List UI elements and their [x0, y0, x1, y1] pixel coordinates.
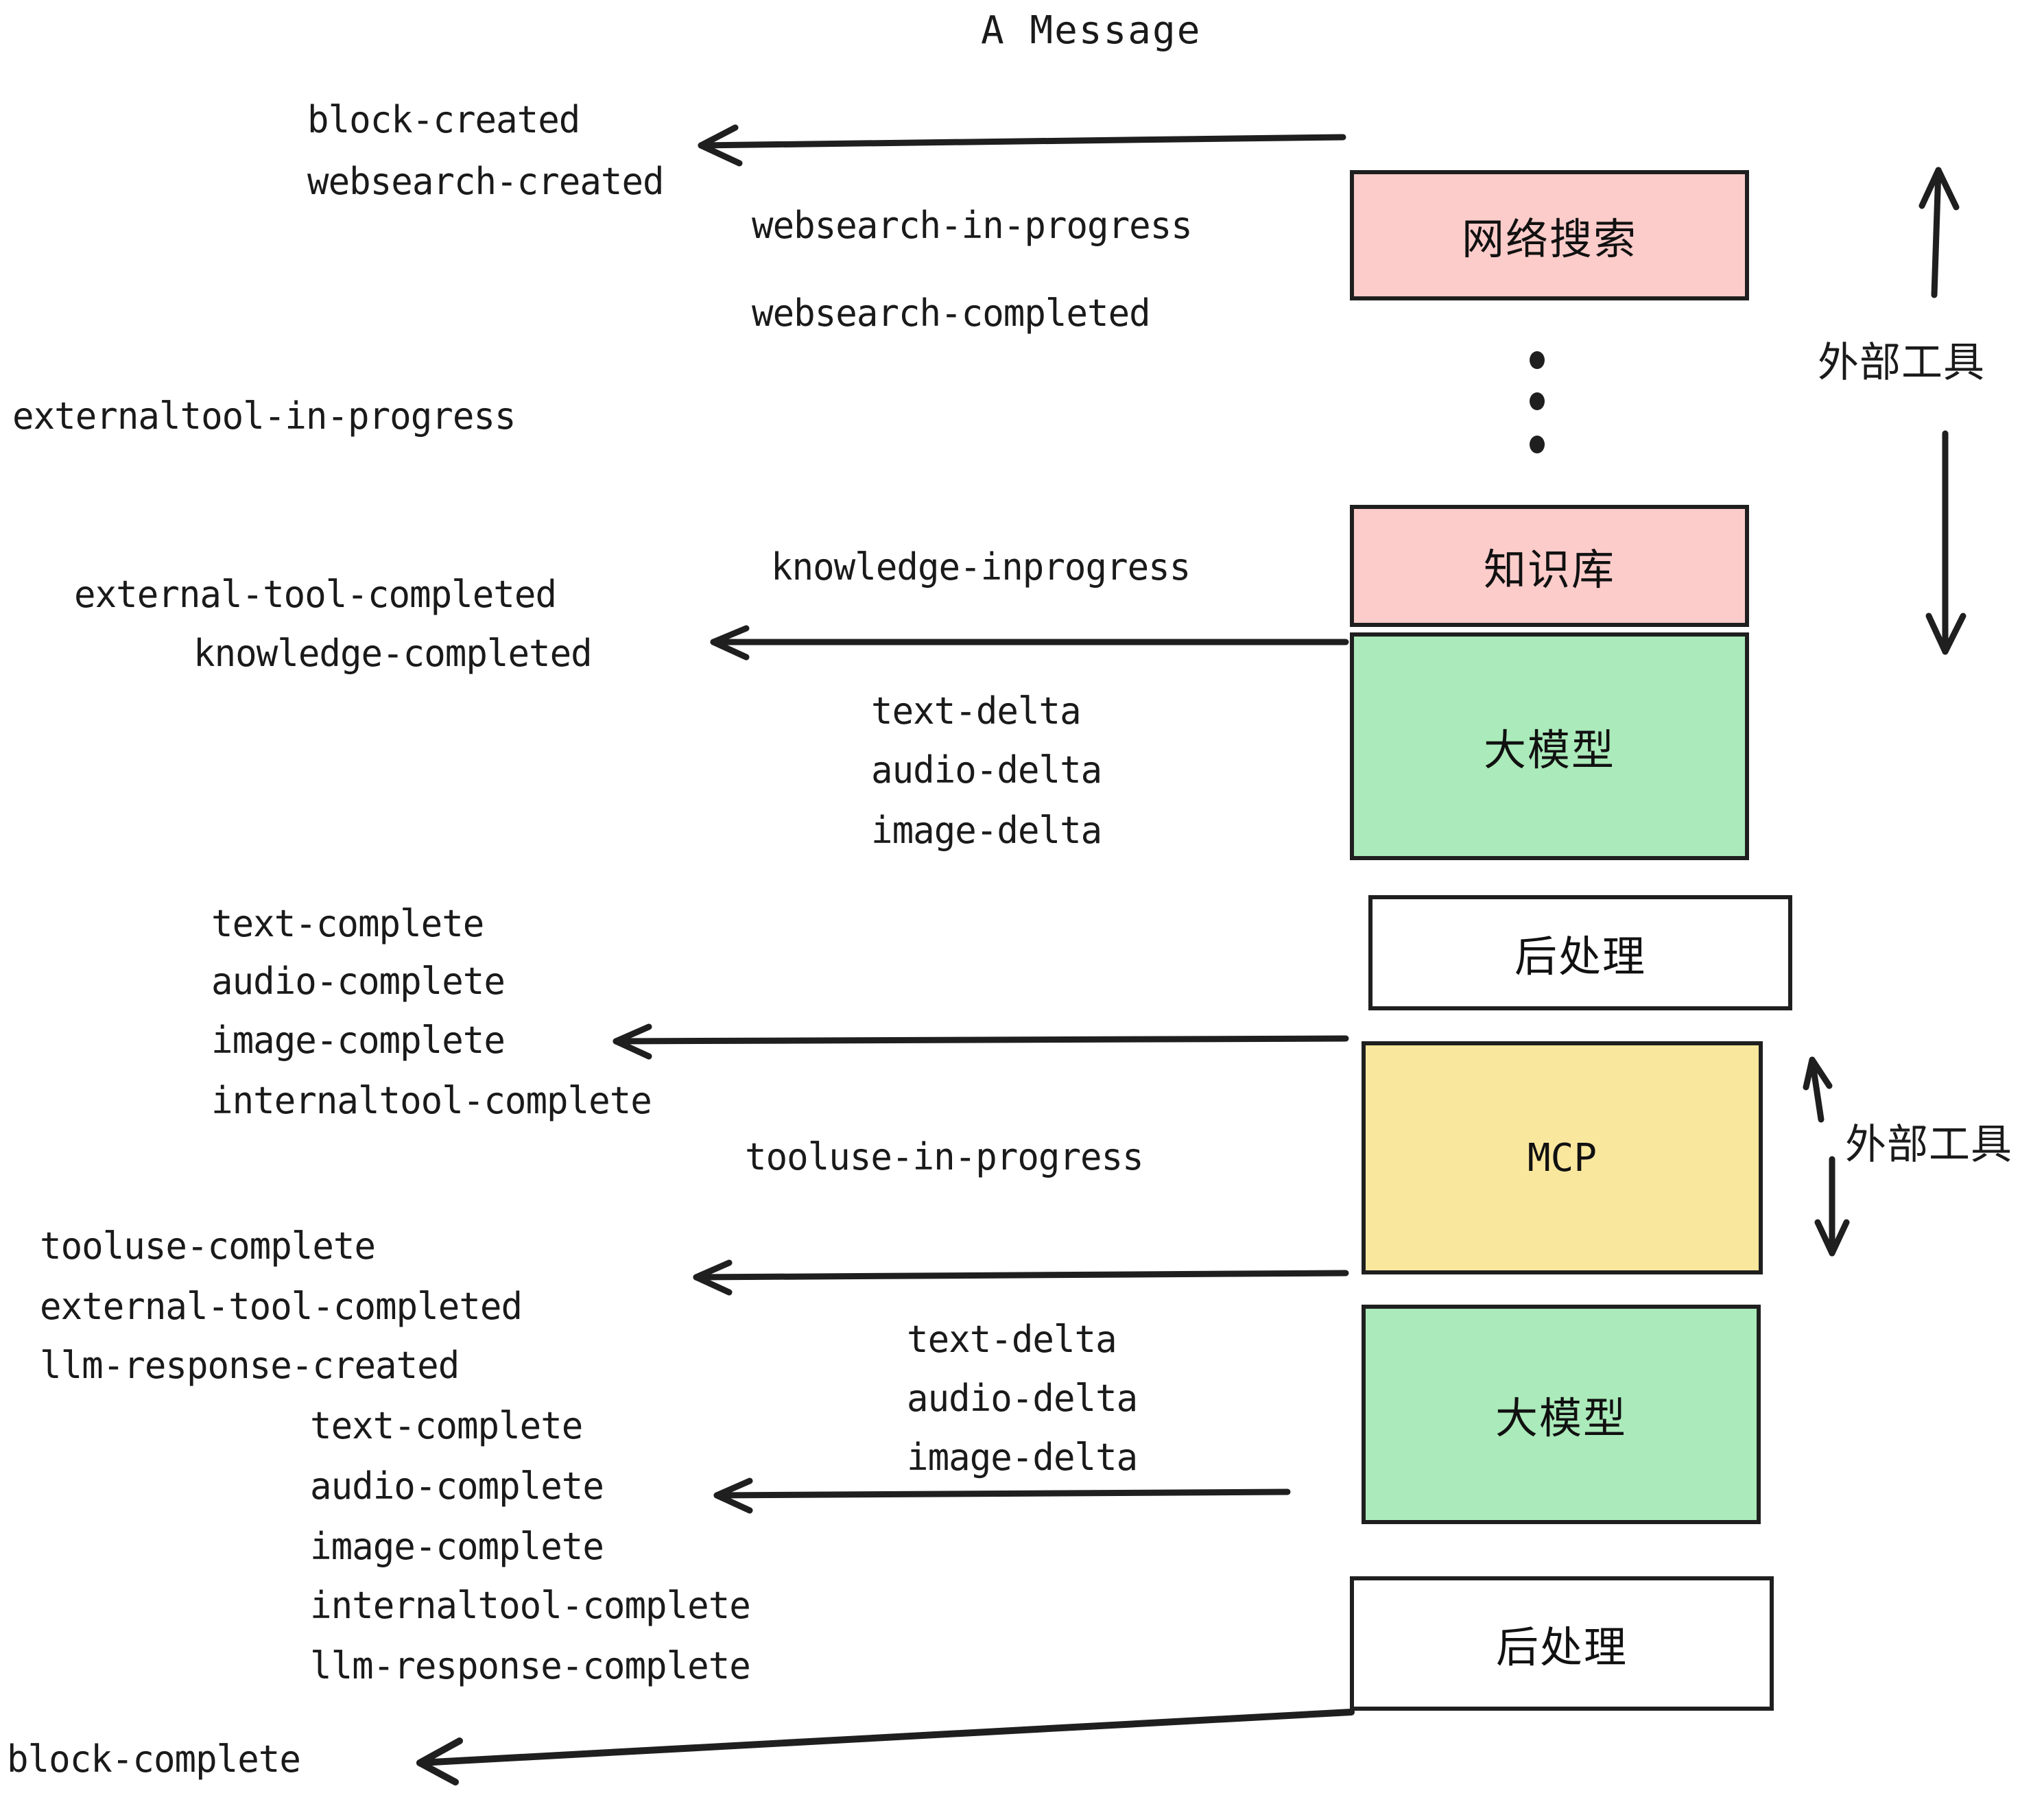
box-postprocess-1-label: 后处理 [1514, 931, 1646, 982]
event-external-tool-completed-2: external-tool-completed [40, 1285, 523, 1328]
arrow-postprocess-to-image-complete [613, 1023, 1349, 1060]
event-audio-complete-2: audio-complete [310, 1464, 604, 1508]
external-tool-arrow-down-top [1925, 430, 1966, 655]
event-text-complete-2: text-complete [310, 1404, 583, 1447]
event-audio-delta-1: audio-delta [871, 748, 1102, 792]
event-text-delta-2: text-delta [907, 1318, 1117, 1361]
external-tool-label-top: 外部工具 [1818, 339, 1985, 387]
external-tool-arrow-up-top [1918, 167, 1960, 298]
box-postprocess-2-label: 后处理 [1495, 1622, 1628, 1672]
event-knowledge-inprogress: knowledge-inprogress [771, 545, 1191, 589]
box-websearch[interactable]: 网络搜索 [1350, 170, 1749, 300]
event-external-tool-completed-1: external-tool-completed [74, 573, 557, 616]
box-postprocess-2[interactable]: 后处理 [1350, 1576, 1774, 1711]
event-block-complete: block-complete [7, 1737, 301, 1781]
box-knowledge[interactable]: 知识库 [1350, 505, 1749, 627]
event-text-delta-1: text-delta [871, 689, 1082, 733]
box-websearch-label: 网络搜索 [1461, 214, 1637, 264]
arrow-postprocess2-to-block-complete [416, 1709, 1355, 1785]
event-websearch-completed: websearch-completed [752, 292, 1151, 335]
external-tool-arrow-up-bottom [1803, 1056, 1833, 1123]
event-llm-response-complete: llm-response-complete [310, 1644, 751, 1687]
event-audio-complete-1: audio-complete [211, 960, 506, 1003]
arrow-knowledge-to-completed [710, 625, 1349, 661]
ellipsis-dot-1 [1530, 351, 1545, 369]
event-websearch-in-progress: websearch-in-progress [752, 204, 1193, 247]
event-tooluse-in-progress: tooluse-in-progress [745, 1135, 1144, 1178]
box-knowledge-label: 知识库 [1483, 545, 1615, 595]
box-llm-1[interactable]: 大模型 [1350, 632, 1749, 860]
box-llm-1-label: 大模型 [1483, 725, 1615, 775]
box-llm-2[interactable]: 大模型 [1362, 1305, 1761, 1524]
ellipsis-dot-3 [1530, 436, 1545, 453]
page-title: A Message [981, 8, 1202, 53]
arrow-websearch-to-created [698, 124, 1346, 167]
external-tool-arrow-down-bottom [1814, 1156, 1850, 1257]
box-mcp[interactable]: MCP [1362, 1041, 1763, 1274]
event-text-complete-1: text-complete [211, 902, 484, 945]
event-image-complete-1: image-complete [211, 1019, 506, 1062]
box-mcp-label: MCP [1527, 1135, 1597, 1180]
event-image-delta-2: image-delta [907, 1436, 1138, 1479]
arrow-mcp-to-tooluse-complete [693, 1259, 1349, 1296]
event-internaltool-complete-2: internaltool-complete [310, 1584, 751, 1627]
event-knowledge-completed: knowledge-completed [193, 632, 593, 675]
event-tooluse-complete: tooluse-complete [40, 1224, 376, 1268]
event-llm-response-created: llm-response-created [40, 1344, 460, 1387]
arrow-llm2-to-audio-complete [713, 1477, 1291, 1514]
event-websearch-created: websearch-created [307, 160, 665, 203]
event-image-complete-2: image-complete [310, 1525, 604, 1568]
event-externaltool-in-progress: externaltool-in-progress [12, 394, 516, 438]
event-internaltool-complete-1: internaltool-complete [211, 1079, 652, 1122]
event-audio-delta-2: audio-delta [907, 1377, 1138, 1420]
event-block-created: block-created [307, 98, 580, 141]
event-image-delta-1: image-delta [871, 809, 1102, 852]
ellipsis-dot-2 [1530, 392, 1545, 410]
external-tool-label-bottom: 外部工具 [1845, 1121, 2012, 1169]
box-llm-2-label: 大模型 [1495, 1393, 1627, 1443]
box-postprocess-1[interactable]: 后处理 [1368, 895, 1792, 1010]
